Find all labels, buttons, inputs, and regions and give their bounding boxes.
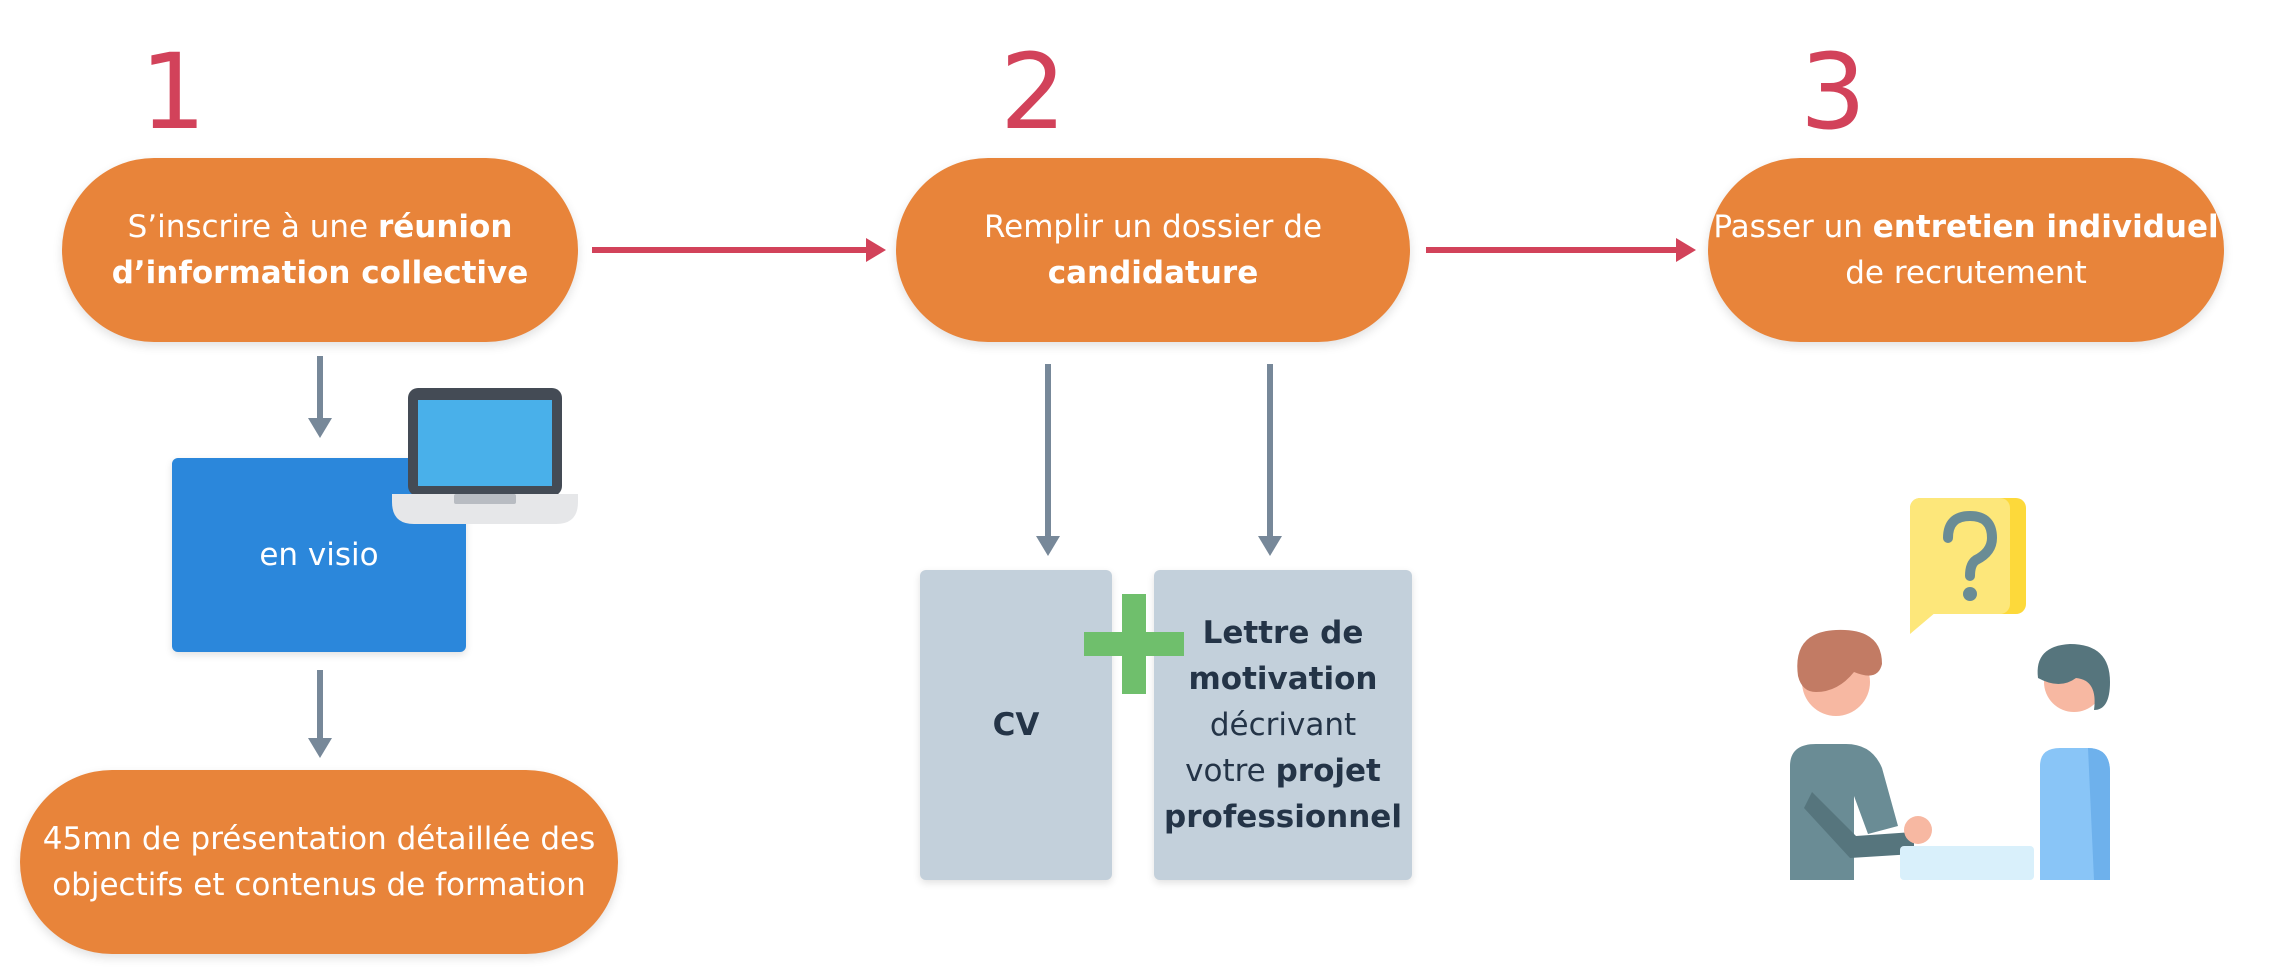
step-number-1: 1: [140, 31, 207, 153]
step1-pill-text-pre: S’inscrire à une: [127, 209, 378, 245]
arrow-step2-to-step3: [1426, 238, 1696, 262]
plus-icon: [1084, 594, 1184, 694]
question-bubble-icon: [1910, 498, 2026, 634]
step1-detail-line2: objectifs et contenus de formation: [52, 867, 586, 903]
step-number-3: 3: [1800, 31, 1867, 153]
step2-pill-line2: candidature: [1047, 255, 1259, 291]
step1-detail-pill: 45mn de présentation détaillée des objec…: [20, 770, 618, 954]
interview-icon: [1790, 498, 2110, 880]
arrow-pill2-to-cv: [1036, 364, 1060, 556]
step2-pill-line1: Remplir un dossier de: [983, 209, 1323, 245]
letter-bold3: projet: [1275, 753, 1381, 789]
cv-label: CV: [992, 707, 1040, 743]
arrow-pill1-to-visio: [308, 356, 332, 438]
letter-card: Lettre de motivation décrivant votre pro…: [1154, 570, 1412, 880]
cv-card: CV: [920, 570, 1112, 880]
laptop-icon: [392, 388, 578, 524]
table: [1900, 846, 2034, 880]
step2-pill: Remplir un dossier de candidature: [896, 158, 1410, 342]
arrow-visio-to-detail: [308, 670, 332, 758]
arrow-step1-to-step2: [592, 238, 886, 262]
step-number-2: 2: [1000, 31, 1067, 153]
step1-pill-text-bold: réunion: [377, 209, 513, 245]
letter-text2: votre: [1185, 753, 1276, 789]
visio-label: en visio: [259, 537, 379, 573]
step3-pill-text-bold: entretien individuel: [1872, 209, 2219, 245]
step3-pill-text-pre: Passer un: [1713, 209, 1873, 245]
candidate-person: [2037, 644, 2110, 880]
step1-detail-line1: 45mn de présentation détaillée des: [42, 821, 596, 857]
step3-pill: Passer un entretien individuel de recrut…: [1708, 158, 2224, 342]
step1-pill: S’inscrire à une réunion d’information c…: [62, 158, 578, 342]
letter-bold4: professionnel: [1164, 799, 1402, 835]
arrow-pill2-to-letter: [1258, 364, 1282, 556]
step3-pill-line2: de recrutement: [1845, 255, 2087, 291]
letter-bold2: motivation: [1188, 661, 1378, 697]
interviewer-person: [1790, 629, 1932, 880]
step1-pill-text-line2: d’information collective: [111, 255, 529, 291]
letter-bold1: Lettre de: [1202, 615, 1364, 651]
letter-text1: décrivant: [1209, 707, 1357, 743]
